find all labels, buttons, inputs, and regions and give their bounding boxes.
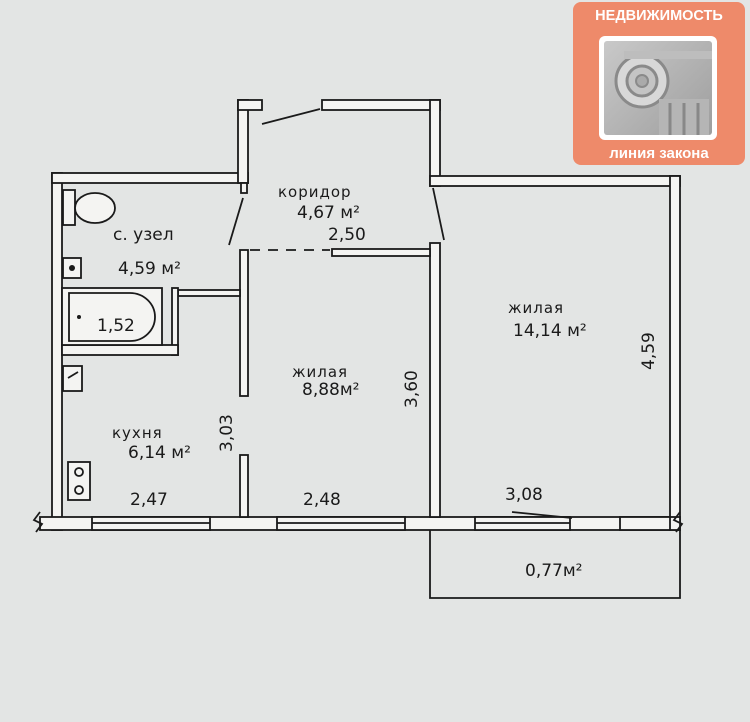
kitchen-width: 2,47	[130, 490, 168, 510]
column-capital-icon	[599, 36, 717, 140]
living-large-width: 3,08	[505, 485, 543, 505]
wall-right	[669, 175, 681, 531]
logo-bottom-text: линия закона	[609, 145, 709, 162]
bath-dim: 1,52	[97, 316, 135, 336]
kitchen-area: 6,14 м²	[128, 443, 191, 463]
wall-left	[51, 172, 63, 531]
balcony-area: 0,77м²	[525, 561, 583, 581]
bathroom-door	[228, 197, 244, 246]
kitchen-height: 3,03	[217, 414, 237, 452]
wall-partition	[239, 249, 249, 397]
logo: НЕДВИЖИМОСТЬ линия закона	[573, 2, 745, 165]
wall-partition	[61, 344, 179, 356]
wall-break-mark	[672, 511, 684, 533]
wall-partition	[239, 454, 249, 518]
balcony-wall	[619, 516, 671, 531]
wall-corridor-left	[237, 99, 249, 184]
living-small-width: 2,48	[303, 490, 341, 510]
door-jamb	[240, 182, 248, 194]
entrance-door	[261, 108, 321, 125]
wall-partition	[177, 289, 241, 297]
wall-partition	[429, 242, 441, 518]
living-small-height: 3,60	[402, 370, 422, 408]
corridor-label: коридор	[278, 183, 352, 201]
bathroom-area: 4,59 м²	[118, 259, 181, 279]
living-large-label: жилая	[508, 299, 564, 317]
room-door	[432, 187, 445, 241]
bathtub-icon	[61, 287, 163, 346]
corridor-dim: 2,50	[328, 225, 366, 245]
living-small-label: жилая	[292, 363, 348, 381]
toilet-icon	[62, 189, 116, 226]
living-large-area: 14,14 м²	[513, 321, 587, 341]
wall-partition	[331, 248, 431, 257]
corridor-area: 4,67 м²	[297, 203, 360, 223]
wall-corridor-right	[429, 99, 441, 187]
living-large-height: 4,59	[639, 332, 659, 370]
sink-icon	[62, 257, 82, 279]
stove-icon	[67, 461, 91, 501]
wall-corridor-top-b	[321, 99, 441, 111]
kitchen-label: кухня	[112, 424, 163, 442]
logo-top-text: НЕДВИЖИМОСТЬ	[595, 8, 723, 24]
wall-corridor-top-a	[237, 99, 263, 111]
balcony	[429, 530, 681, 599]
wall-top-right	[429, 175, 681, 187]
wall-top-left	[51, 172, 249, 184]
bathroom-label: с. узел	[113, 225, 174, 245]
balcony-door	[511, 511, 573, 519]
wall-break-mark	[32, 511, 44, 533]
living-small-area: 8,88м²	[302, 380, 360, 400]
kitchen-sink-icon	[62, 365, 83, 392]
